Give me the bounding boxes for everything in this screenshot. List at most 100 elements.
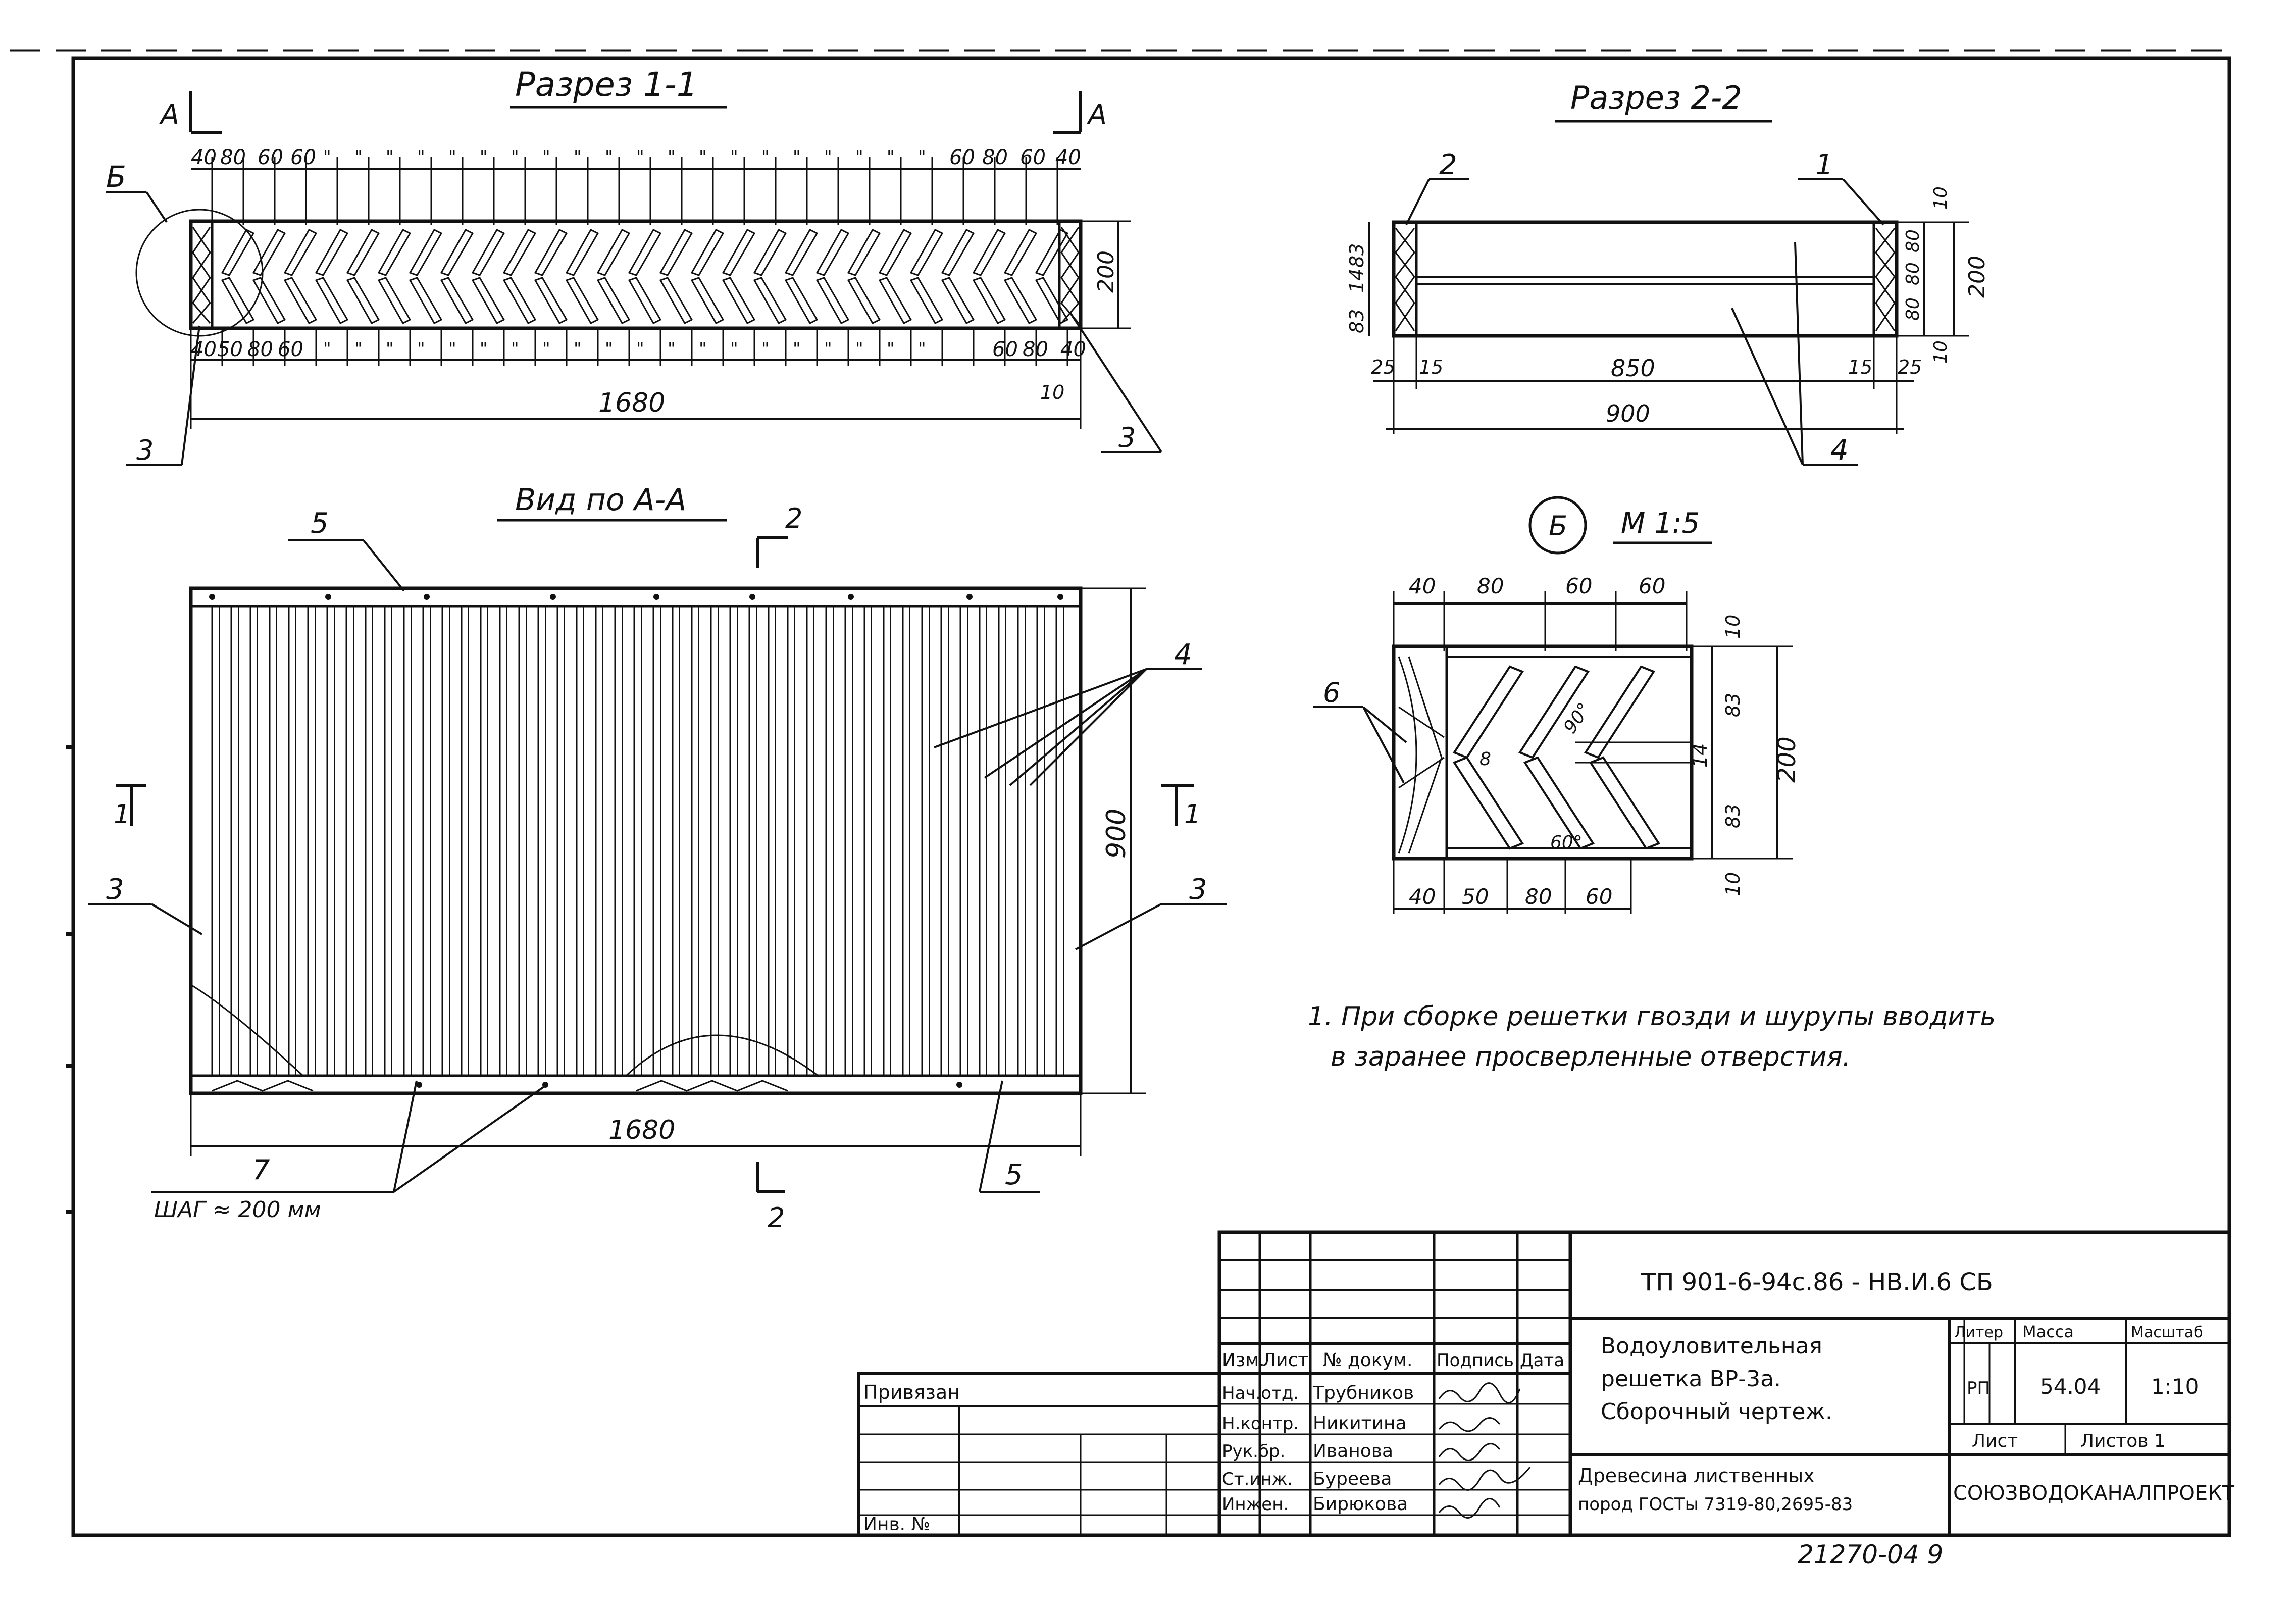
leader: [1029, 668, 1147, 786]
dim-ditto-mark: ": [511, 339, 519, 359]
privyazan-box: [857, 1372, 1221, 1537]
dim-height-200: 200: [1964, 256, 1990, 298]
dim-ditto-mark: ": [448, 339, 456, 359]
callout-5-top: 5: [311, 507, 329, 540]
slat-upper: [346, 229, 380, 276]
slat-upper: [1584, 665, 1655, 759]
note-line-1: 1. При сборке решетки гвозди и шурупы вв…: [1308, 1001, 1996, 1032]
dim-right-80c: 80: [1903, 297, 1923, 321]
dim-top-80: 80: [220, 146, 246, 169]
sheet-label: Лист: [1972, 1431, 2018, 1451]
callout-3-left: 3: [136, 434, 154, 466]
slat-upper: [909, 229, 944, 276]
edge-bar-hatch: [1395, 228, 1415, 331]
dim-ditto-mark: ": [793, 147, 801, 167]
slat-lower: [847, 277, 881, 324]
slat-upper: [283, 229, 318, 276]
dim-ditto-mark: ": [323, 147, 331, 167]
leader: [1069, 312, 1162, 453]
dim-ditto-mark: ": [574, 339, 582, 359]
dim-top-40: 40: [1409, 574, 1436, 598]
callout-4: 4: [1174, 638, 1192, 671]
org-name: СОЮЗВОДОКАНАЛПРОЕКТ: [1953, 1482, 2235, 1505]
dim-right-10: 10: [1930, 186, 1951, 210]
slat-lower: [346, 277, 380, 324]
dim-ditto-mark: ": [824, 339, 832, 359]
dim-ditto-mark: ": [761, 147, 770, 167]
slat-lower: [221, 277, 255, 324]
nail-dot: [550, 594, 556, 600]
dim-ditto-mark: ": [730, 339, 738, 359]
nail-dot: [848, 594, 854, 600]
dim-ditto-mark: ": [730, 147, 738, 167]
slat-lower: [315, 277, 349, 324]
liter-value: РП: [1967, 1378, 1990, 1398]
dim-bot-50: 50: [1462, 884, 1489, 909]
dim-right-83: 83: [1722, 693, 1744, 717]
leader: [181, 325, 200, 465]
slat-upper: [377, 229, 412, 276]
dim-right-14: 14: [1689, 743, 1711, 768]
dim-ditto-mark: ": [480, 339, 488, 359]
leader: [363, 539, 405, 592]
dim-top-80: 80: [1477, 574, 1504, 598]
slat-upper: [1003, 229, 1038, 276]
view-title: Вид по А-А: [515, 482, 686, 518]
slat-upper: [596, 229, 631, 276]
section-1-1: Разрез 1-1 А А 40 80 60 60 60 80 60 40 "…: [106, 65, 1162, 466]
nail-dot: [653, 594, 659, 600]
slat-lower: [1523, 756, 1595, 850]
name-4: Бирюкова: [1313, 1494, 1408, 1515]
dim-right-83b: 83: [1722, 804, 1744, 828]
leader: [393, 1085, 546, 1193]
title-line-3: Сборочный чертеж.: [1601, 1399, 1832, 1425]
mass-value: 54.04: [2040, 1374, 2101, 1399]
dim-height-200: 200: [1093, 250, 1119, 293]
slat-upper: [1518, 665, 1590, 759]
cut-2-top-label: 2: [785, 502, 802, 534]
leader: [1362, 706, 1407, 743]
privyazan-label: Привязан: [863, 1381, 960, 1403]
hdr-doc: № докум.: [1323, 1350, 1412, 1371]
callout-3-right: 3: [1189, 873, 1207, 906]
nail-dot: [209, 594, 215, 600]
dim-length-1680: 1680: [598, 388, 665, 418]
dim-length-1680: 1680: [608, 1115, 675, 1145]
dim-ditto-mark: ": [605, 147, 613, 167]
slat-upper: [315, 229, 349, 276]
dim-ditto-mark: ": [417, 339, 425, 359]
slat-upper: [722, 229, 756, 276]
material-line-1: Древесина лиственных: [1578, 1465, 1815, 1487]
step-note: ШАГ ≈ 200 мм: [154, 1197, 321, 1223]
hdr-date: Дата: [1520, 1350, 1564, 1371]
callout-6: 6: [1323, 677, 1340, 709]
dim-25-right: 25: [1898, 356, 1922, 378]
slat-lower: [409, 277, 443, 324]
dim-ditto-mark: ": [918, 339, 926, 359]
dim-15-right: 15: [1848, 356, 1872, 378]
slat-upper: [534, 229, 568, 276]
dim-small-10: 10: [1040, 381, 1064, 404]
slat-lower: [784, 277, 819, 324]
leader: [150, 903, 203, 935]
dim-ditto-mark: ": [354, 339, 363, 359]
dim-ditto-mark: ": [605, 339, 613, 359]
dim-height-200: 200: [1773, 736, 1801, 783]
slat-upper: [784, 229, 819, 276]
slat-lower: [1035, 277, 1069, 324]
slat-upper: [565, 229, 599, 276]
dim-ditto-mark: ": [824, 147, 832, 167]
leader: [984, 668, 1147, 779]
leader: [979, 1080, 1003, 1192]
detail-b-callout: Б: [106, 160, 126, 194]
dim-left-83: 83: [1346, 243, 1368, 268]
slat-upper: [878, 229, 912, 276]
end-bar-hatch: [1398, 656, 1445, 854]
dim-850: 850: [1611, 355, 1655, 382]
dim-top-40: 40: [191, 146, 217, 169]
dim-ditto-mark: ": [323, 339, 331, 359]
dim-ditto-mark: ": [761, 339, 770, 359]
role-0: Нач.отд.: [1222, 1383, 1299, 1403]
slat-lower: [722, 277, 756, 324]
